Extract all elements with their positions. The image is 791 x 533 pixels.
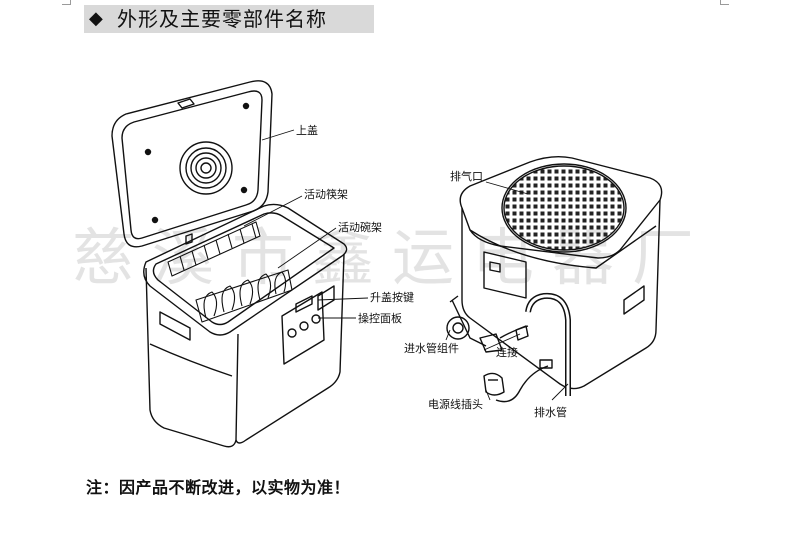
corner-crop-mark-left: [62, 0, 71, 5]
dishwasher-closed-illustration: [446, 155, 663, 403]
label-power-plug: 电源线插头: [428, 398, 483, 411]
corner-crop-mark-right: [720, 0, 729, 5]
exhaust-grill-icon: [503, 165, 625, 251]
control-panel-drawing: [281, 291, 325, 365]
label-exhaust: 排气口: [450, 170, 483, 183]
power-cord-drawing: [483, 359, 553, 403]
label-drain-pipe: 排水管: [534, 406, 567, 419]
diamond-bullet-icon: ◆: [89, 8, 103, 29]
dishwasher-open-illustration: [111, 80, 348, 448]
label-lid: 上盖: [296, 124, 318, 137]
drain-hose-drawing: [525, 292, 571, 396]
footnote: 注：因产品不断改进，以实物为准！: [86, 478, 351, 497]
bowl-rack-drawing: [195, 269, 293, 323]
label-bowl-rack: 活动碗架: [338, 221, 382, 234]
label-connector: 连接: [496, 346, 518, 359]
lid-fan-icon: [179, 141, 233, 195]
section-header: [84, 5, 374, 33]
chopstick-rack-drawing: [167, 221, 261, 277]
inlet-pipe-drawing: [446, 295, 529, 353]
label-lift-button: 升盖按键: [370, 291, 414, 304]
label-inlet-assembly: 进水管组件: [404, 342, 459, 355]
label-control-panel: 操控面板: [358, 312, 402, 325]
label-chopstick-rack: 活动筷架: [304, 188, 348, 201]
section-title: 外形及主要零部件名称: [117, 7, 327, 31]
